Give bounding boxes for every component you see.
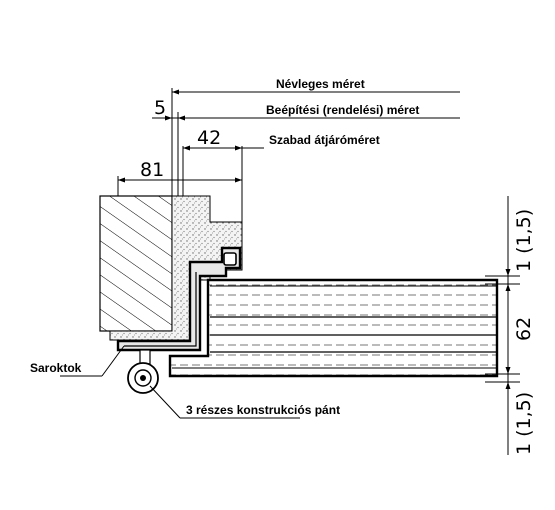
dimension-62: 62 [513,317,535,341]
extension-lines [117,88,243,222]
label-clear-passage: Szabad átjáróméret [269,133,380,147]
dimension-81: 81 [140,159,164,181]
dimension-lines [118,89,520,455]
corner-frame-profile [116,246,242,352]
label-installation-size: Beépítési (rendelési) méret [266,103,419,117]
hinge-knuckle [127,349,159,394]
label-nominal-size: Névleges méret [276,77,365,91]
dimension-42: 42 [197,127,221,149]
wall-section [99,195,173,332]
dimension-gap-top: 1 (1,5) [513,209,535,272]
label-hinge: 3 részes konstrukciós pánt [186,403,340,417]
dimension-gap-bottom: 1 (1,5) [513,392,535,455]
dimension-5: 5 [154,97,166,119]
door-leaf [168,278,499,378]
label-corner-seal: Saroktok [30,361,82,375]
leader-lines [60,91,380,419]
